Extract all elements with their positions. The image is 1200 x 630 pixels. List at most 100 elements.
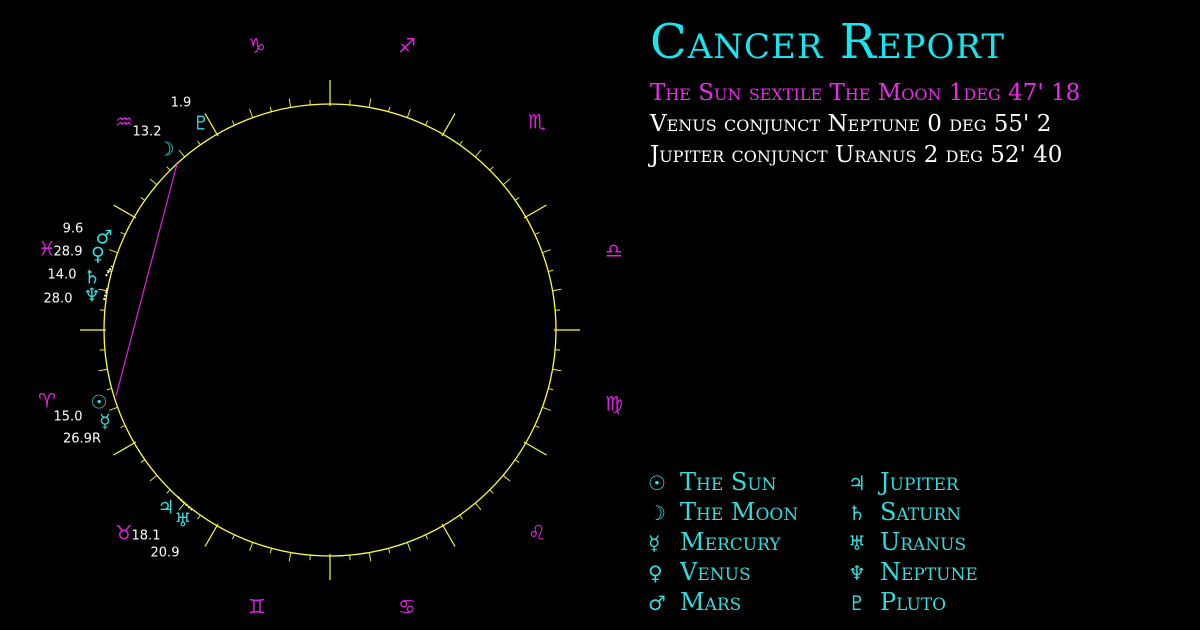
degree-tick (502, 178, 511, 186)
degree-tick (231, 120, 235, 126)
degree-tick (178, 149, 186, 158)
legend-label: Uranus (880, 528, 967, 556)
legend-item-mercury: ☿ Mercury (648, 527, 848, 557)
degree-tick (489, 489, 494, 494)
pisces-icon: ♓ (38, 237, 56, 261)
degree-tick (542, 406, 551, 411)
degree-tick (552, 368, 562, 372)
degree-tick (149, 474, 158, 482)
degree-tick (441, 523, 456, 547)
taurus-icon: ♉ (115, 521, 133, 545)
degree-label: 20.9 (151, 546, 180, 561)
leo-icon: ♌ (528, 521, 546, 545)
degree-tick (489, 166, 494, 171)
degree-label: 13.2 (133, 125, 162, 140)
degree-tick (269, 106, 272, 112)
legend-label: Mars (680, 588, 742, 616)
legend-label: Jupiter (880, 468, 959, 496)
mars-icon: ♂ (95, 227, 112, 249)
uranus-icon: ♅ (848, 531, 866, 555)
legend-label: Venus (680, 558, 751, 586)
legend-item-venus: ♀ Venus (648, 557, 848, 587)
legend-item-jupiter: ♃Jupiter (848, 467, 1048, 497)
degree-tick (514, 459, 520, 463)
degree-tick (534, 231, 540, 235)
page-title: Cancer Report (650, 14, 1006, 70)
degree-label: 14.0 (48, 268, 77, 283)
degree-tick (249, 542, 254, 551)
degree-label: 28.9 (54, 245, 83, 260)
degree-tick (548, 269, 554, 272)
legend-label: The Moon (680, 498, 799, 526)
aries-icon: ♈ (38, 389, 56, 413)
sun-moon-aspect-line (115, 163, 178, 397)
legend-label: Pluto (880, 588, 947, 616)
degree-tick (552, 288, 562, 292)
legend-item-sun: ☉The Sun (648, 467, 848, 497)
degree-tick (288, 98, 292, 108)
chart-wheel: ♑♐♏♎♍♌♋♊♉♈♓♒ ♇☽♂♀♄♆☉☿♃♅ 1.913.29.628.914… (38, 34, 623, 619)
degree-tick (388, 106, 391, 112)
mercury-icon: ☿ (648, 531, 661, 555)
degree-tick (474, 149, 482, 158)
degree-tick (231, 534, 235, 540)
degree-tick (109, 249, 118, 254)
degree-tick (368, 552, 372, 562)
degree-tick (166, 166, 171, 171)
legend-item-mars: ♂Mars (648, 587, 848, 617)
degree-label: 26.9R (63, 432, 101, 447)
sagittarius-icon: ♐ (398, 34, 416, 58)
degree-tick (269, 548, 272, 554)
degree-tick (534, 425, 540, 429)
mercury-icon: ☿ (99, 411, 111, 433)
degree-tick (523, 204, 547, 219)
uranus-icon: ♅ (174, 510, 191, 532)
degree-tick (441, 113, 456, 137)
moon-icon: ☽ (157, 139, 174, 161)
degree-label: 28.0 (44, 292, 73, 307)
cancer-icon: ♋ (398, 595, 416, 619)
degree-tick (197, 514, 201, 520)
aquarius-icon: ♒ (115, 110, 133, 134)
degree-tick (425, 534, 429, 540)
legend-item-moon: ☽ The Moon (648, 497, 848, 527)
planet-glyphs: ♇☽♂♀♄♆☉☿♃♅ (83, 113, 209, 532)
sun-icon: ☉ (648, 471, 666, 495)
degree-tick (149, 178, 158, 186)
degree-label: 1.9 (171, 96, 192, 111)
degree-tick (514, 197, 520, 201)
gemini-icon: ♊ (248, 595, 266, 619)
degree-tick (140, 197, 146, 201)
degree-tick (120, 425, 126, 429)
degree-tick (368, 98, 372, 108)
degree-tick (459, 514, 463, 520)
degree-tick (459, 140, 463, 146)
degree-ticks (80, 80, 580, 580)
degree-tick (204, 113, 219, 137)
virgo-icon: ♍ (605, 392, 623, 416)
legend-label: Mercury (680, 528, 781, 556)
legend-item-pluto: ♇Pluto (848, 587, 1048, 617)
saturn-icon: ♄ (83, 267, 100, 289)
degree-tick (406, 542, 411, 551)
venus-icon: ♀ (91, 244, 105, 266)
legend-label: Neptune (880, 558, 978, 586)
degree-tick (106, 269, 112, 272)
degree-tick (120, 231, 126, 235)
degree-tick (406, 109, 411, 118)
moon-icon: ☽ (648, 501, 666, 525)
degree-tick (288, 552, 292, 562)
degree-tick (106, 388, 112, 391)
aspect-line-1: The Sun sextile The Moon 1deg 47' 18 (650, 80, 1081, 106)
degree-tick (140, 459, 146, 463)
legend-label: Saturn (880, 498, 962, 526)
degree-tick (548, 388, 554, 391)
degree-tick (502, 474, 511, 482)
degree-tick (197, 140, 201, 146)
sun-icon: ☉ (90, 392, 107, 414)
degree-tick (425, 120, 429, 126)
degree-tick (178, 502, 186, 511)
venus-icon: ♀ (648, 561, 663, 585)
libra-icon: ♎ (605, 239, 623, 263)
legend-item-neptune: ♆Neptune (848, 557, 1048, 587)
